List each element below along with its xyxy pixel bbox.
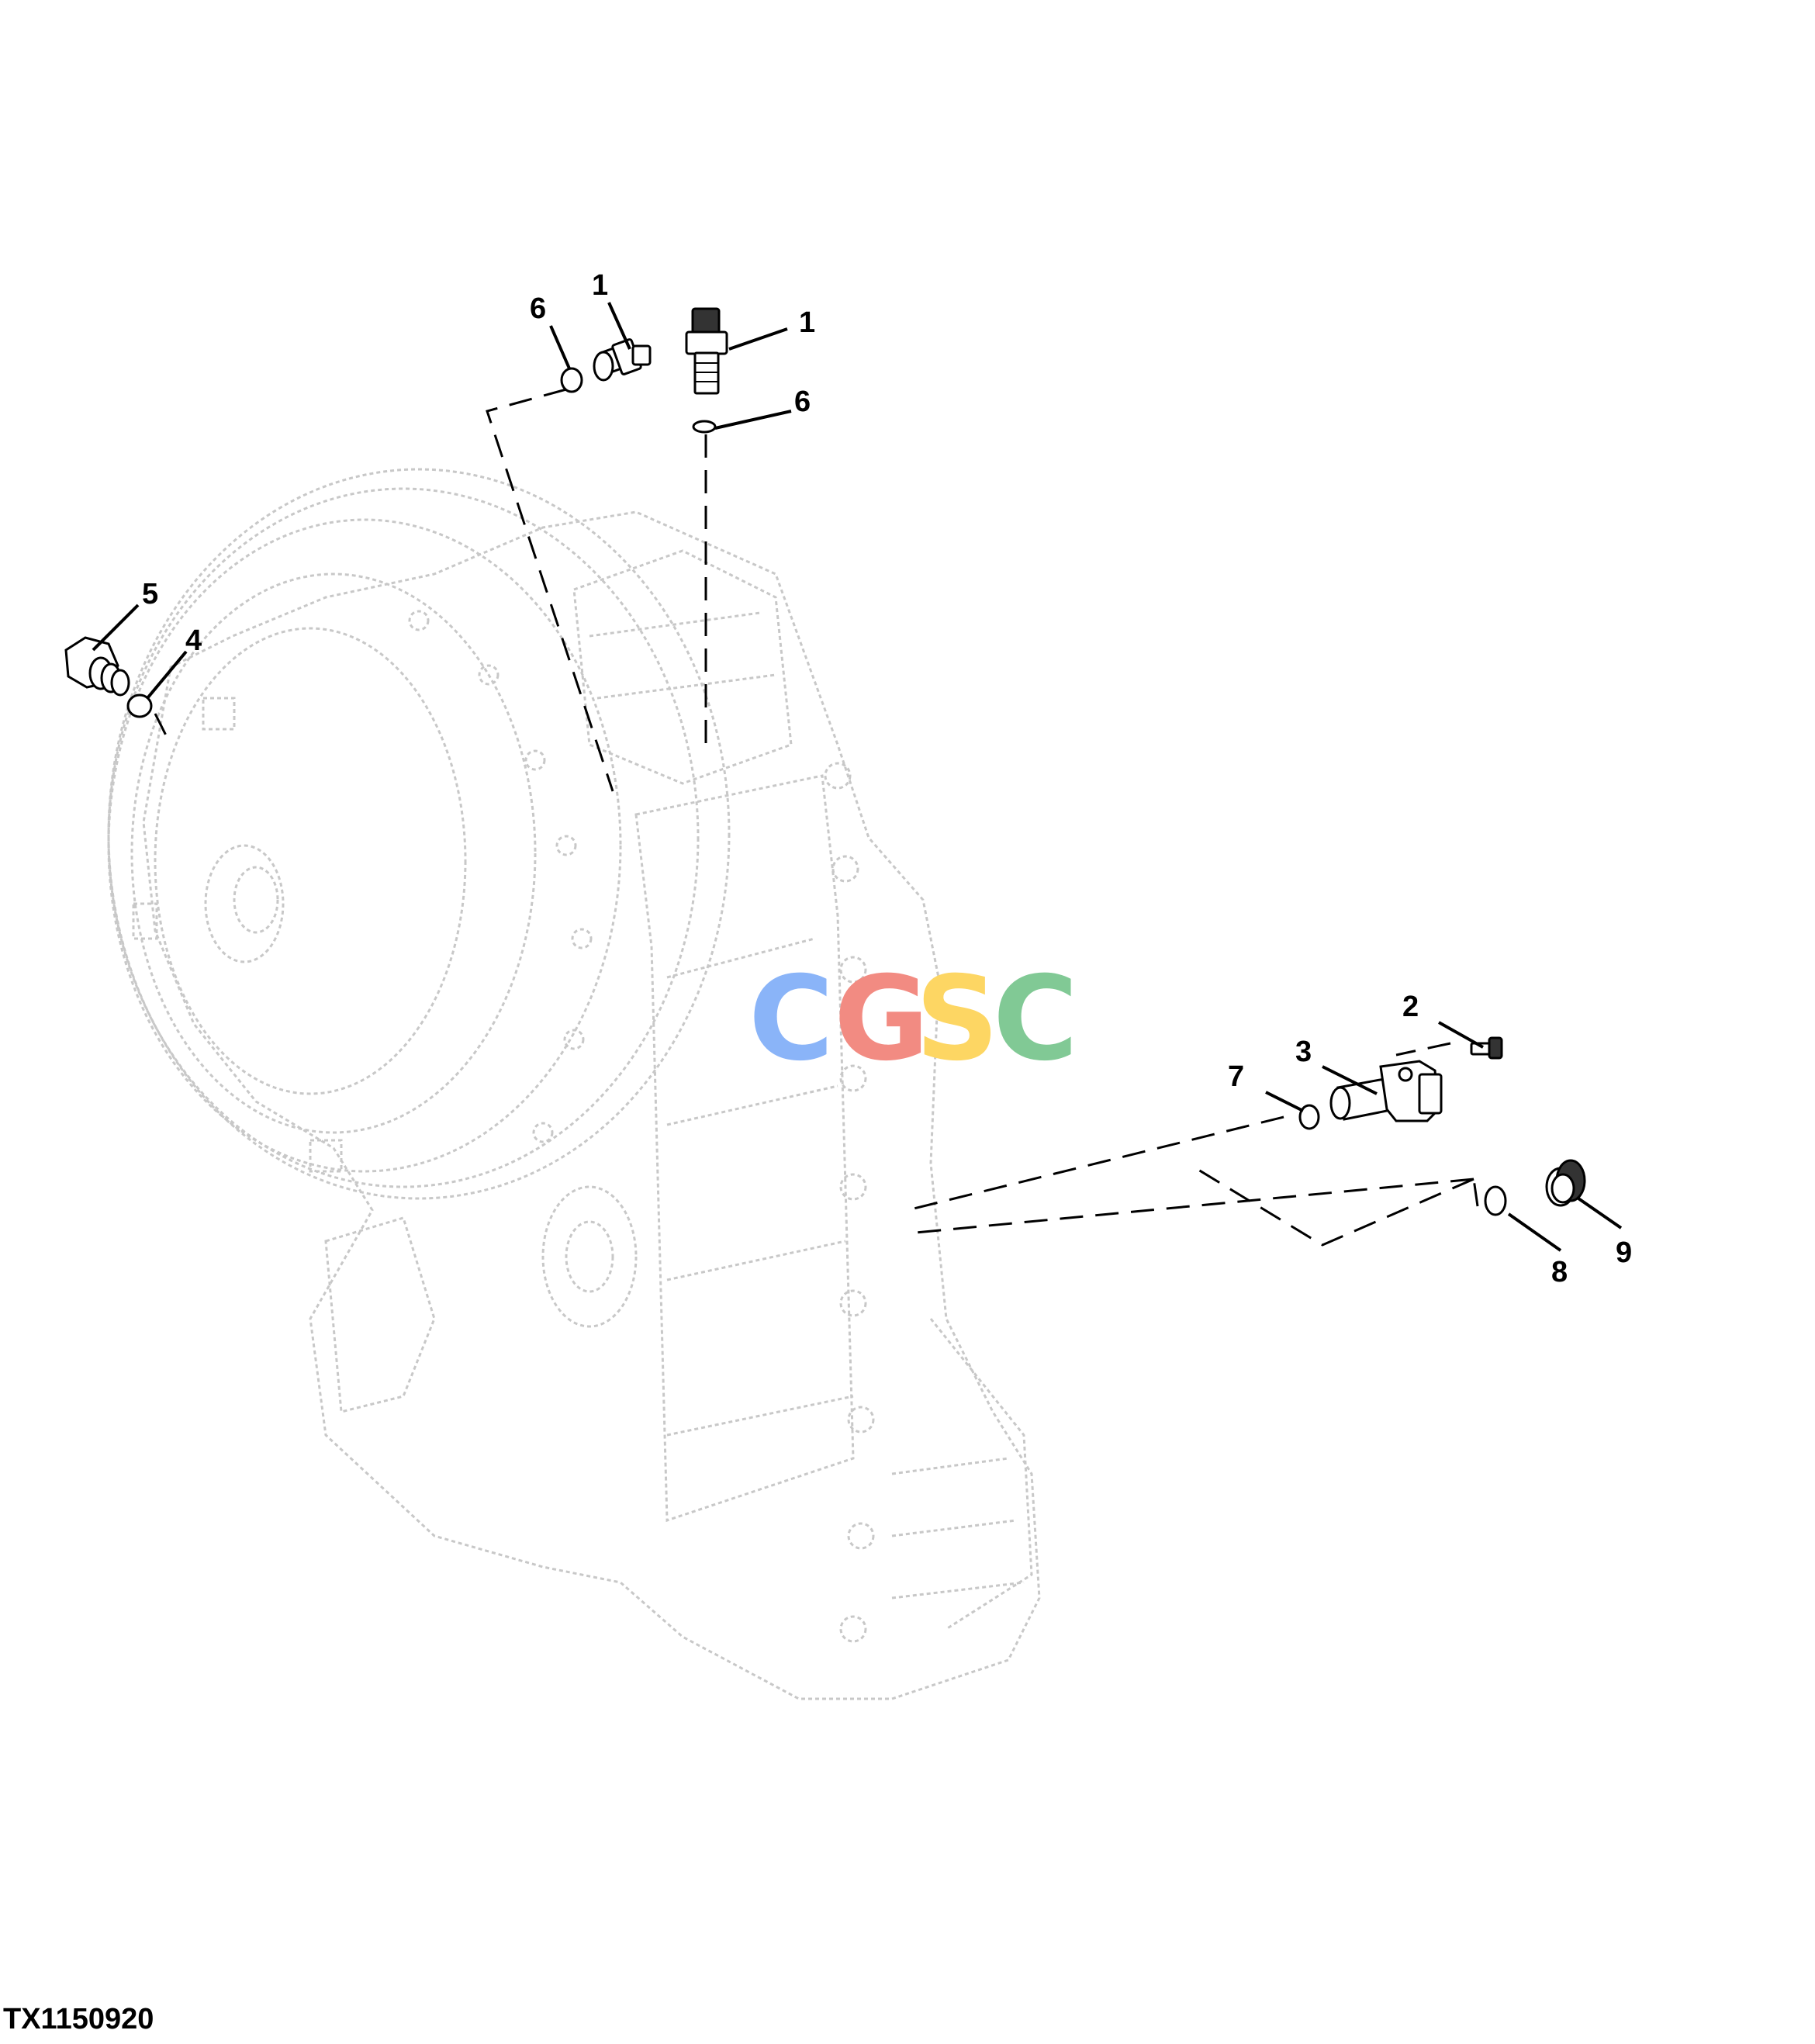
part-8-o-ring: [1484, 1185, 1507, 1216]
part-5-plug: [64, 636, 130, 697]
part-1-sensor-left: [593, 338, 652, 382]
watermark-letter-1: C: [748, 952, 834, 1087]
leader-lines: [92, 302, 1623, 1252]
assembly-dash-lines: [154, 388, 1479, 1247]
part-9-plug: [1545, 1159, 1586, 1207]
watermark-letter-4: C: [993, 952, 1078, 1087]
callout-1-left: 1: [592, 269, 608, 302]
callout-6-left: 6: [530, 292, 546, 325]
figure-id-label: TX1150920: [3, 2003, 154, 2035]
watermark: C G S C: [748, 952, 1078, 1087]
watermark-letter-3: S: [915, 952, 999, 1087]
callout-5: 5: [142, 578, 158, 610]
callout-3: 3: [1295, 1036, 1312, 1068]
part-1-sensor-right: [685, 307, 728, 395]
transmission-housing: [107, 468, 1041, 1700]
callout-6-right: 6: [794, 386, 811, 418]
part-4-o-ring: [126, 693, 153, 718]
part-6-o-ring-left: [560, 367, 583, 393]
callout-labels: 1 1 6 6 5 4 2 3 7 8 9: [142, 269, 1632, 1288]
part-2-bolt: [1470, 1036, 1503, 1060]
callout-4: 4: [185, 624, 202, 657]
callout-7: 7: [1228, 1060, 1244, 1093]
callout-8: 8: [1551, 1256, 1568, 1288]
watermark-letter-2: G: [834, 952, 929, 1087]
part-6-o-ring-right: [692, 420, 717, 434]
callout-2: 2: [1402, 991, 1419, 1023]
part-3-speed-sensor: [1329, 1060, 1443, 1122]
callout-9: 9: [1616, 1236, 1632, 1269]
part-7-o-ring: [1298, 1104, 1320, 1130]
callout-1-right: 1: [799, 306, 815, 339]
